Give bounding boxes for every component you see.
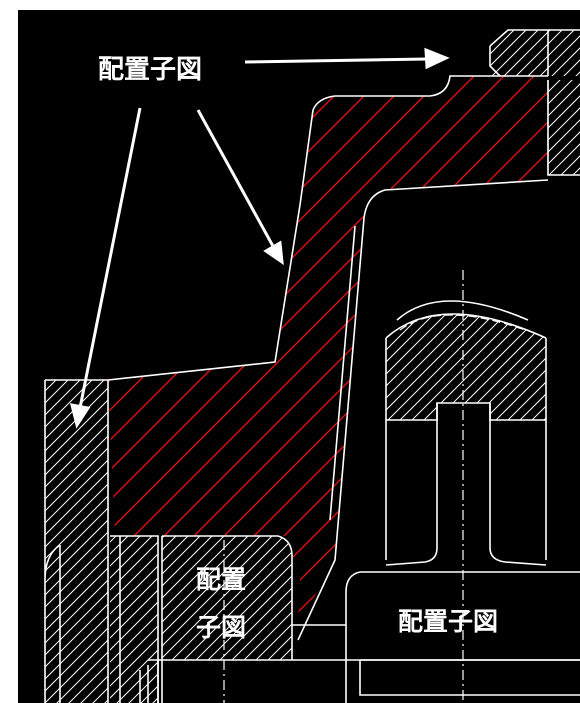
hatch-line [162,536,292,660]
left-column [44,379,109,703]
hatch-line [108,76,461,625]
hatch-line [0,0,4,703]
hatch-line [0,0,4,703]
hatch-line [189,76,548,625]
center-lines [223,80,549,703]
arrow-down-left-head [69,403,91,429]
hatch-line [386,314,546,420]
label-bottom-right: 配置子図 [398,607,498,636]
label-top: 配置子図 [98,55,202,85]
hatch-line [110,536,158,703]
hatch-line [162,536,292,660]
hatch-line [110,536,158,703]
hatch-line [0,0,16,703]
middle-block [161,535,293,703]
arrow-right [244,57,429,64]
housing-outline [312,75,548,111]
part-outlines [44,29,580,703]
arrow-down-left [78,107,142,409]
arrow-down-right-head [263,240,284,266]
hatch-line [0,0,16,703]
drawing-background [18,10,580,703]
hatch-line [162,536,292,660]
hatch-line [386,314,546,420]
hatch-line [0,0,16,703]
top-right-block [489,29,580,77]
hatch-line [386,314,546,420]
hatch-line [0,0,16,703]
arrow-down-right [196,109,276,249]
hatch-line [0,0,4,703]
hatch-line [386,314,546,420]
label-middle-left-2: 子図 [196,613,246,642]
hatch-line [386,314,546,420]
callout-arrows [69,47,450,429]
hatch-line [386,314,546,420]
arrow-right-head [424,47,450,70]
label-middle-left-1: 配置 [196,565,246,594]
hatch-line [0,0,10,703]
hatch-line [110,536,158,703]
hatch-line [386,314,546,420]
hatch-line [386,314,546,420]
hatch-line [0,0,4,703]
hatch-line [162,536,292,660]
hatch-line [0,0,16,703]
hatch-line [386,314,546,420]
hatch-line [162,536,292,660]
hatch-line [162,536,292,660]
hatch-line [0,0,4,703]
hatch-line [162,536,292,660]
hatch-line [386,314,546,420]
hatch-line [0,0,4,703]
hatch-line [386,314,546,420]
hatch-line [386,314,546,420]
base-block [345,571,580,703]
hatch-line [0,0,16,703]
hatch-line [162,536,292,660]
hatch-line [162,536,292,660]
hatch-line [386,314,546,420]
hatch-line [162,536,292,660]
piston-outline [385,313,547,560]
hatch-line [386,314,546,420]
